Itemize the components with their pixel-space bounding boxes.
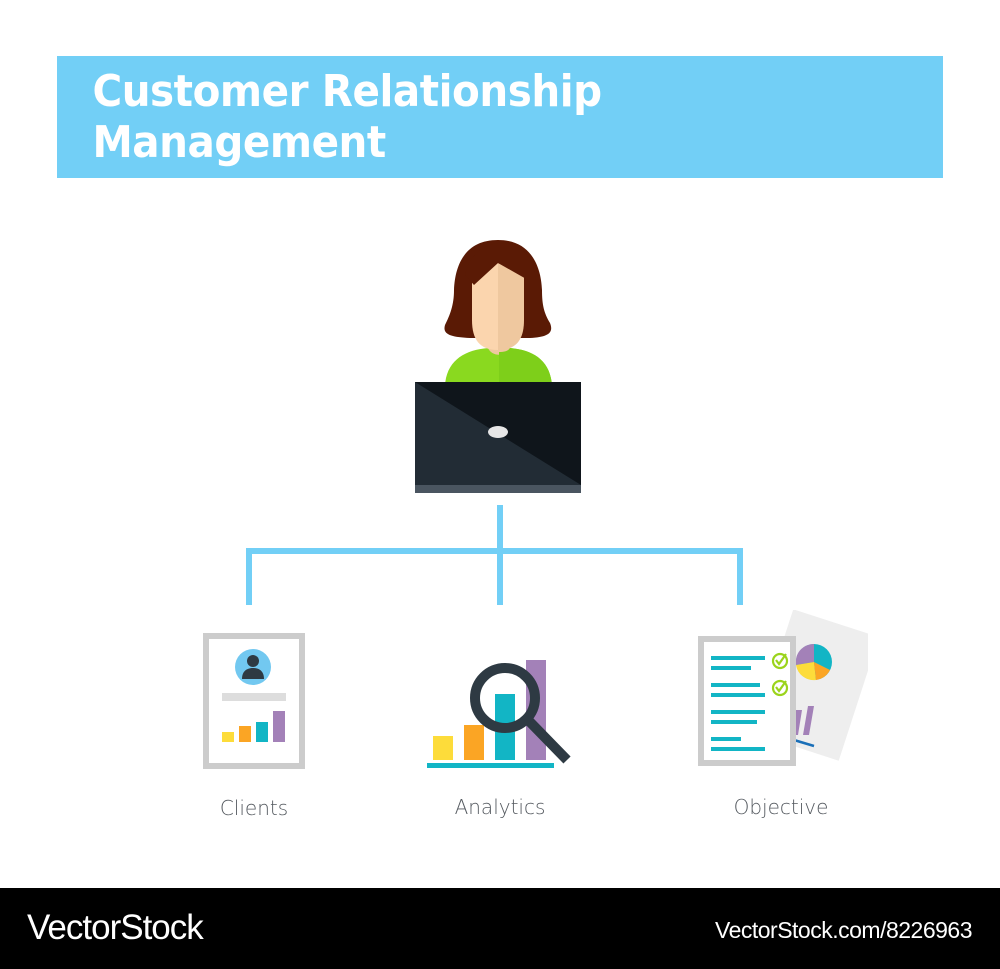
node-label-objective: Objective [733, 795, 829, 819]
page-title: Customer Relationship Management [92, 66, 602, 168]
node-label-analytics: Analytics [454, 795, 546, 819]
connector-right-branch [737, 548, 743, 605]
analytics-magnifier-icon [427, 660, 571, 768]
connector-trunk [497, 505, 503, 605]
title-banner: Customer Relationship Management [57, 56, 943, 178]
woman-at-laptop-icon [415, 240, 581, 493]
node-objective [696, 609, 879, 770]
footer-url: VectorStock.com/8226963 [715, 917, 973, 943]
node-clients [203, 633, 305, 769]
node-analytics [425, 656, 575, 772]
node-label-clients: Clients [219, 796, 289, 820]
footer-brand: VectorStock [27, 908, 204, 947]
connector-left-branch [246, 548, 252, 605]
watermark-footer: VectorStock VectorStock.com/8226963 [0, 888, 1000, 969]
objective-checklist-icon [698, 609, 879, 766]
woman-at-laptop-figure [410, 235, 590, 497]
client-profile-icon [203, 633, 305, 769]
connector-horizontal [246, 548, 743, 554]
